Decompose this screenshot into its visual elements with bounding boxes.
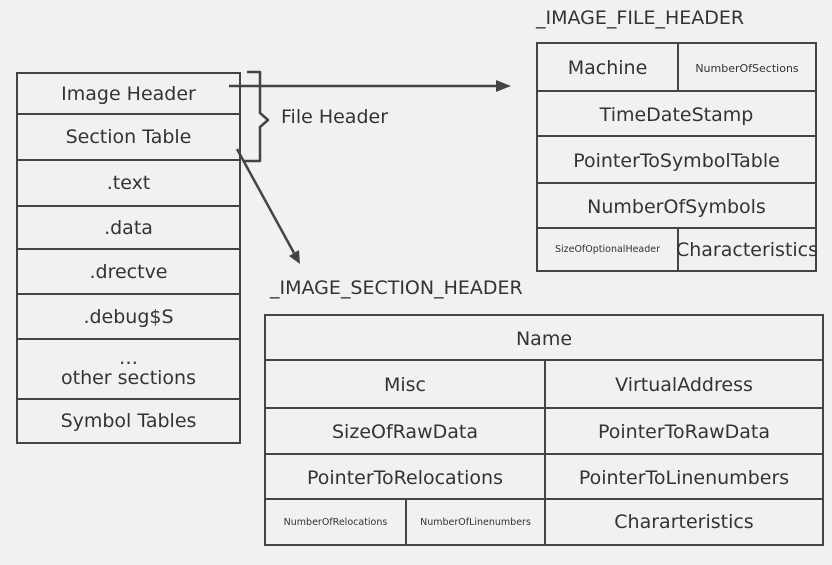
field-number-of-linenumbers: NumberOfLinenumbers <box>420 516 531 528</box>
field-size-of-optional-header: SizeOfOptionalHeader <box>554 244 661 255</box>
file-header-label: File Header <box>281 106 389 128</box>
field-number-of-sections: NumberOfSections <box>695 61 799 75</box>
row-symbol-tables: Symbol Tables <box>18 400 239 442</box>
section-header-row-1 <box>266 316 822 361</box>
field-pointer-to-relocations: PointerToRelocations <box>306 466 503 489</box>
file-header-row-3 <box>538 137 815 184</box>
row-other-sections-ellipsis: … <box>119 347 138 370</box>
file-header-row-1 <box>538 44 815 92</box>
row-image-header-label: Image Header <box>61 82 196 105</box>
row-image-header: Image Header <box>18 74 239 115</box>
file-header-row-4 <box>538 184 815 229</box>
row-text-section: .text <box>18 161 239 207</box>
row-debug-section: .debug$S <box>18 295 239 340</box>
row-drectve-section-label: .drectve <box>89 260 168 283</box>
file-header-divider-bottom <box>677 229 679 270</box>
file-header-row-2 <box>538 92 815 137</box>
row-text-section-label: .text <box>106 172 151 194</box>
field-pointer-to-raw-data: PointerToRawData <box>597 421 770 443</box>
field-chararteristics: Chararteristics <box>614 511 754 533</box>
field-pointer-to-symbol-table: PointerToSymbolTable <box>573 149 780 172</box>
row-data-section-label: .data <box>104 216 153 239</box>
file-header-brace <box>243 70 270 163</box>
row-data-section: .data <box>18 207 239 250</box>
section-header-arrow-line <box>235 148 296 254</box>
row-other-sections-label: other sections <box>61 367 196 389</box>
file-header-arrow-head <box>496 80 511 92</box>
row-drectve-section: .drectve <box>18 250 239 295</box>
section-header-divider-small <box>405 500 407 544</box>
field-name: Name <box>515 327 573 350</box>
row-debug-section-label: .debug$S <box>83 305 174 328</box>
row-symbol-tables-label: Symbol Tables <box>60 410 197 432</box>
image-file-header-title: _IMAGE_FILE_HEADER <box>536 7 745 29</box>
field-number-of-symbols: NumberOfSymbols <box>587 195 766 218</box>
section-header-arrow-head <box>289 250 300 264</box>
image-file-header-table: Machine NumberOfSections TimeDateStamp P… <box>536 42 819 272</box>
row-other-sections: … other sections <box>18 340 239 400</box>
coff-file-layout: Image Header Section Table .text .data .… <box>16 72 241 444</box>
section-header-divider-center <box>544 361 546 544</box>
field-virtual-address: VirtualAddress <box>615 374 753 396</box>
field-misc: Misc <box>383 374 427 396</box>
field-size-of-raw-data: SizeOfRawData <box>332 421 478 443</box>
row-section-table: Section Table <box>18 115 239 161</box>
field-number-of-relocations: NumberOfRelocations <box>283 516 388 528</box>
field-time-date-stamp: TimeDateStamp <box>599 103 754 126</box>
image-section-header-title: _IMAGE_SECTION_HEADER <box>270 277 523 299</box>
row-section-table-label: Section Table <box>65 126 192 148</box>
field-characteristics: Characteristics <box>675 238 819 261</box>
field-pointer-to-linenumbers: PointerToLinenumbers <box>578 466 790 489</box>
field-machine: Machine <box>567 57 648 79</box>
image-section-header-table: Name Misc VirtualAddress SizeOfRawData P… <box>264 314 824 546</box>
file-header-divider-top <box>677 44 679 92</box>
